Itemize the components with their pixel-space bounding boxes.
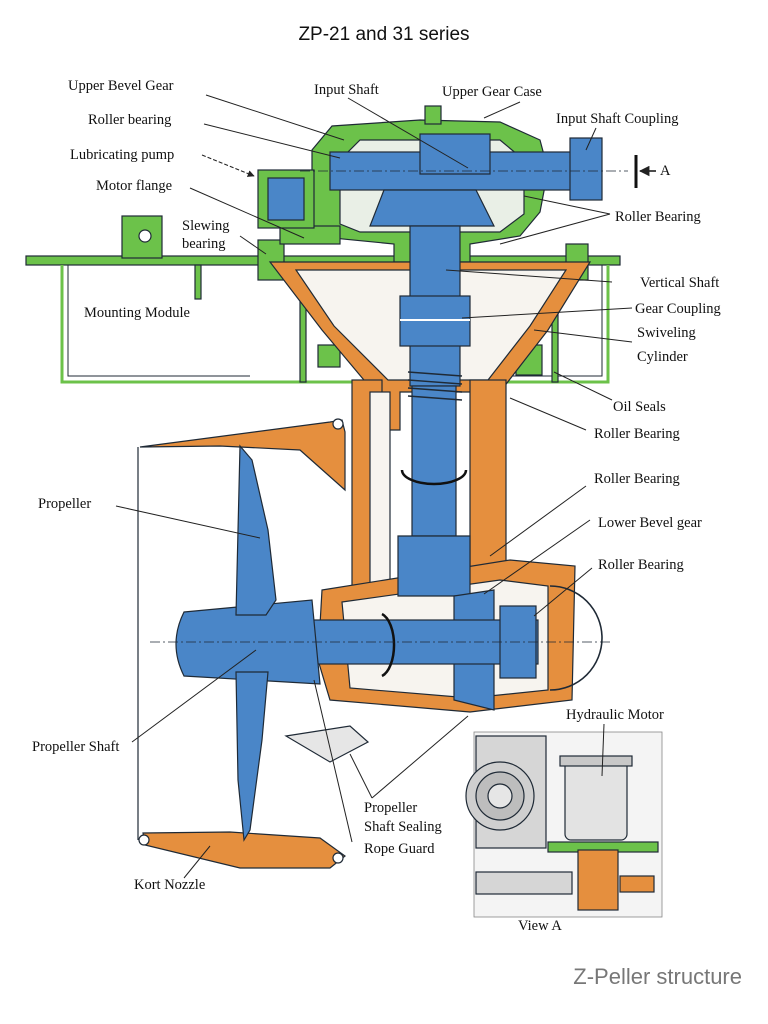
nozzle-pin [138,834,150,846]
label-rope-guard: Rope Guard [364,841,435,857]
lower-gear-housing-column [469,379,507,571]
upper-bevel-gear-hub [419,133,491,175]
label-lower-bevel-gear: Lower Bevel gear [598,515,702,531]
kort-nozzle [137,418,370,869]
vertical-rotation-arrow [400,469,468,486]
nozzle-pin [332,852,344,864]
upper-bevel-gear [369,189,495,227]
leader-line [349,753,373,799]
view-a-hydraulic-motor [564,759,628,841]
view-a-motor-cap [559,755,633,767]
view-a-inset [465,731,663,918]
label-roller-bearing-r3: Roller Bearing [594,471,680,487]
label-input-shaft-coupling: Input Shaft Coupling [556,111,678,127]
label-propeller-sealing-2: Shaft Sealing [364,819,442,835]
center-lines [150,170,628,643]
leader-line [523,195,611,215]
label-motor-flange: Motor flange [96,178,172,194]
view-a-gearbox [577,849,619,911]
lower-gear-housing-inner [369,391,391,593]
label-propeller-sealing-1: Propeller [364,800,417,816]
page-title: ZP-21 and 31 series [298,24,470,45]
leader-line [533,329,633,343]
gear-case-top-fitting [424,105,442,125]
label-propeller: Propeller [38,496,91,512]
labels: Upper Bevel Gear Roller bearing Lubricat… [32,78,721,934]
section-marker-a [634,155,656,188]
leader-line [461,307,633,319]
label-roller-bearing-r4: Roller Bearing [598,557,684,573]
leader-line [533,567,593,617]
view-a-bracket [619,875,655,893]
motor-flange-plate [279,225,341,245]
label-propeller-shaft: Propeller Shaft [32,739,119,755]
label-lubricating-pump: Lubricating pump [70,147,174,163]
label-roller-bearing-top: Roller bearing [88,112,171,128]
leader-line [205,94,345,141]
leader-line [483,519,591,595]
leader-line [313,679,353,843]
label-slewing: Slewing [182,218,230,234]
leader-line [483,101,521,119]
leader-line [489,485,587,557]
leader-line [509,397,587,431]
leader-line [585,127,597,151]
leader-line [445,269,613,283]
label-swiveling: Swiveling [637,325,696,341]
vertical-shaft-lower [411,385,457,537]
label-oil-seals: Oil Seals [613,399,666,415]
label-vertical-shaft: Vertical Shaft [640,275,719,291]
leader-line [115,505,261,539]
leader-line [131,649,257,743]
label-cylinder: Cylinder [637,349,688,365]
lower-bevel-gear [397,535,471,597]
leader-line [499,213,611,245]
footer-title: Z-Peller structure [573,964,742,989]
leader-line [203,123,341,159]
label-kort-nozzle: Kort Nozzle [134,877,205,893]
label-bearing: bearing [182,236,225,252]
label-upper-gear-case: Upper Gear Case [442,84,542,100]
label-hydraulic-motor: Hydraulic Motor [566,707,664,723]
nozzle-pin [332,418,344,430]
label-mounting-module: Mounting Module [84,305,190,321]
leader-line [347,97,469,169]
label-gear-coupling: Gear Coupling [635,301,721,317]
kort-nozzle-upper [139,419,346,492]
vertical-shaft-spring [407,371,463,401]
propeller-blade-upper [235,444,277,616]
label-roller-bearing-r1: Roller Bearing [615,209,701,225]
label-view-a: View A [518,918,562,934]
lower-housing-bulb [549,585,603,691]
rope-guard [284,725,370,763]
lubricating-pump-core [267,177,305,221]
leader-line [239,235,267,255]
view-a-base [475,871,573,895]
leader-line [601,723,605,777]
label-input-shaft: Input Shaft [314,82,379,98]
label-section-a: A [660,163,671,179]
input-shaft-coupling [569,137,603,201]
leader-line [201,154,255,177]
bracket-hole [138,229,152,243]
leader-line [553,371,613,401]
drivetrain [175,133,603,842]
oil-seal-left [317,344,341,368]
propeller-blade-lower [235,671,269,842]
leader-line [189,187,305,239]
label-upper-bevel-gear: Upper Bevel Gear [68,78,174,94]
horizontal-rotation-arrow [381,612,396,678]
leader-line [183,845,211,879]
view-a-gear-hub [487,783,513,809]
label-roller-bearing-r2: Roller Bearing [594,426,680,442]
mounting-frame [60,265,610,384]
leader-line [371,715,469,799]
leader-lines [115,94,633,879]
mounting-rib [194,264,202,300]
